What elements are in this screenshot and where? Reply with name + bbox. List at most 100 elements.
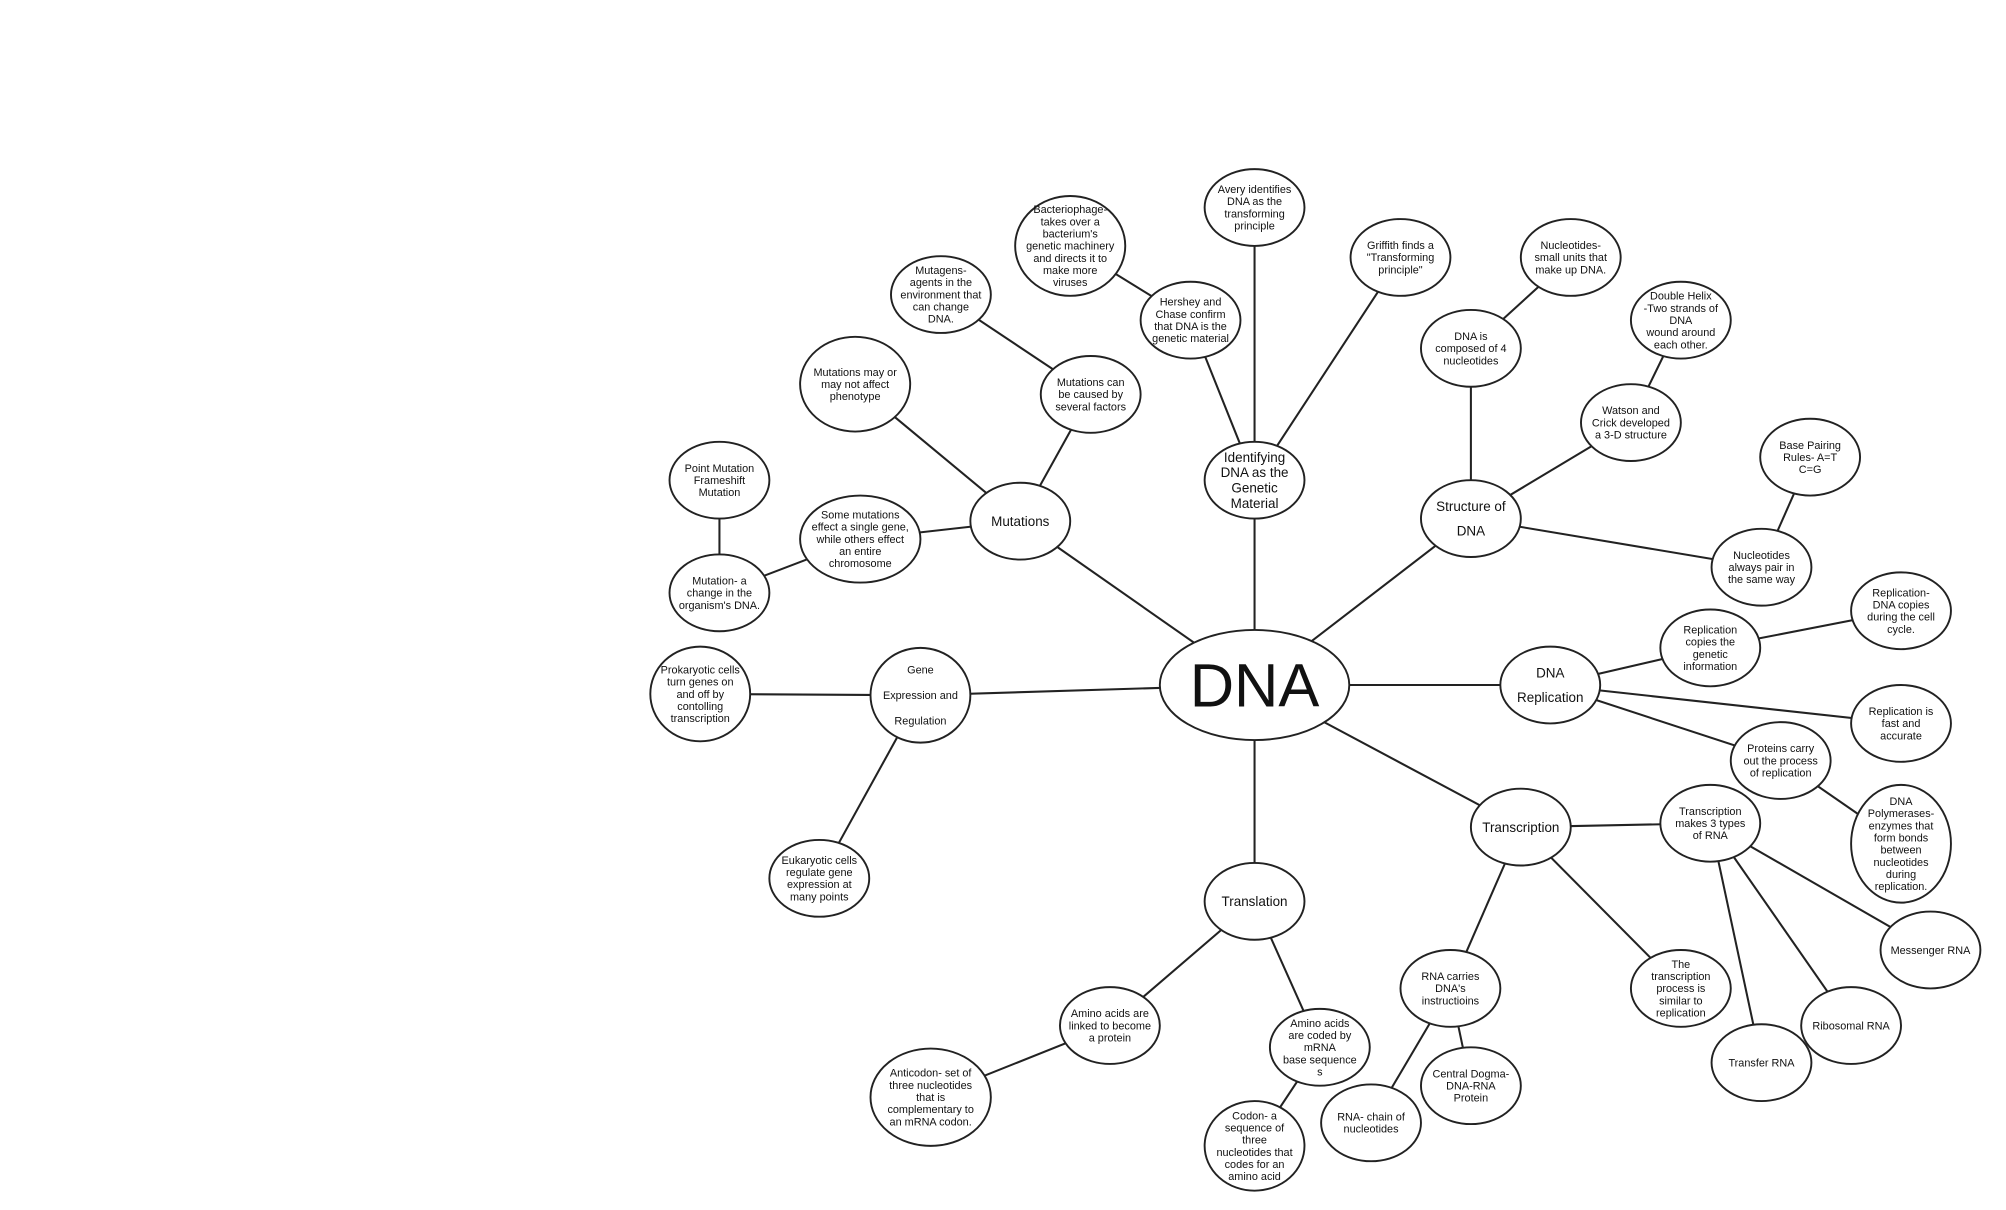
node-bubble bbox=[1469, 787, 1572, 867]
node-label-line: principle bbox=[1234, 221, 1275, 233]
node-label-line: Nucleotides bbox=[1733, 550, 1790, 562]
node-bubble bbox=[1879, 910, 1982, 990]
node-translation[interactable]: Translation bbox=[1203, 861, 1306, 941]
node-label-line: each other. bbox=[1654, 339, 1708, 351]
node-label: Ribosomal RNA bbox=[1812, 1020, 1890, 1032]
node-label-line: Base Pairing bbox=[1779, 440, 1841, 452]
node-dna[interactable]: DNA bbox=[1158, 629, 1351, 742]
node-bubble bbox=[1349, 218, 1452, 297]
node-bubble bbox=[768, 838, 871, 918]
node-label-line: Replication- bbox=[1872, 587, 1930, 599]
node-label-line: takes over a bbox=[1041, 216, 1101, 228]
node-label-line: during the cell bbox=[1867, 612, 1935, 624]
node-label-line: -Two strands of bbox=[1644, 303, 1719, 315]
node-label-line: Anticodon- set of bbox=[890, 1068, 973, 1080]
node-bubble bbox=[1420, 308, 1522, 388]
node-label-line: C=G bbox=[1799, 464, 1822, 476]
node-label-line: copies the bbox=[1685, 637, 1735, 649]
node-transfer[interactable]: Transfer RNA bbox=[1710, 1023, 1813, 1103]
node-label-line: three bbox=[1242, 1135, 1267, 1147]
node-mutations[interactable]: Mutations bbox=[969, 481, 1072, 561]
node-label-line: cycle. bbox=[1887, 624, 1915, 636]
node-ribosomal[interactable]: Ribosomal RNA bbox=[1800, 986, 1902, 1065]
node-bubble bbox=[1203, 861, 1306, 941]
node-label-line: Bacteriophage- bbox=[1033, 204, 1107, 216]
node-label-line: a 3-D structure bbox=[1595, 430, 1667, 442]
node-label-line: codes for an bbox=[1225, 1159, 1285, 1171]
node-label-line: Rules- A=T bbox=[1783, 452, 1837, 464]
node-bubble bbox=[799, 494, 922, 584]
node-label-line: Mutations can bbox=[1057, 377, 1125, 389]
node-label-line: Transcription bbox=[1679, 806, 1741, 818]
node-label-line: make more bbox=[1043, 265, 1097, 277]
node-bubble bbox=[1268, 1007, 1371, 1087]
node-label-line: Central Dogma- bbox=[1433, 1068, 1510, 1080]
node-label-line: be caused by bbox=[1058, 389, 1123, 401]
node-label-line: Identifying bbox=[1224, 450, 1285, 465]
node-label-line: of RNA bbox=[1693, 830, 1729, 842]
node-bubble bbox=[1710, 527, 1813, 607]
node-label-line: sequence of bbox=[1225, 1122, 1285, 1134]
node-label-line: the same way bbox=[1728, 574, 1796, 586]
connector-trans3-transfer bbox=[1709, 823, 1763, 1063]
node-label-line: instructioins bbox=[1422, 995, 1480, 1007]
node-label-line: Chase confirm bbox=[1155, 309, 1225, 321]
node-label-line: Amino acids are bbox=[1071, 1008, 1149, 1020]
node-bubble bbox=[649, 645, 752, 743]
node-label-line: of replication bbox=[1750, 768, 1812, 780]
node-bubble bbox=[1203, 1100, 1306, 1192]
node-label-line: effect a single gene, bbox=[812, 522, 909, 534]
node-messenger[interactable]: Messenger RNA bbox=[1879, 910, 1982, 990]
node-transcription[interactable]: Transcription bbox=[1469, 787, 1572, 867]
node-label-line: Regulation bbox=[894, 716, 946, 728]
node-bubble bbox=[1629, 949, 1732, 1028]
node-bubble bbox=[1659, 608, 1762, 688]
node-label-line: Messenger RNA bbox=[1891, 945, 1972, 957]
node-bubble bbox=[1039, 355, 1142, 434]
node-label-line: organism's DNA. bbox=[679, 600, 760, 612]
